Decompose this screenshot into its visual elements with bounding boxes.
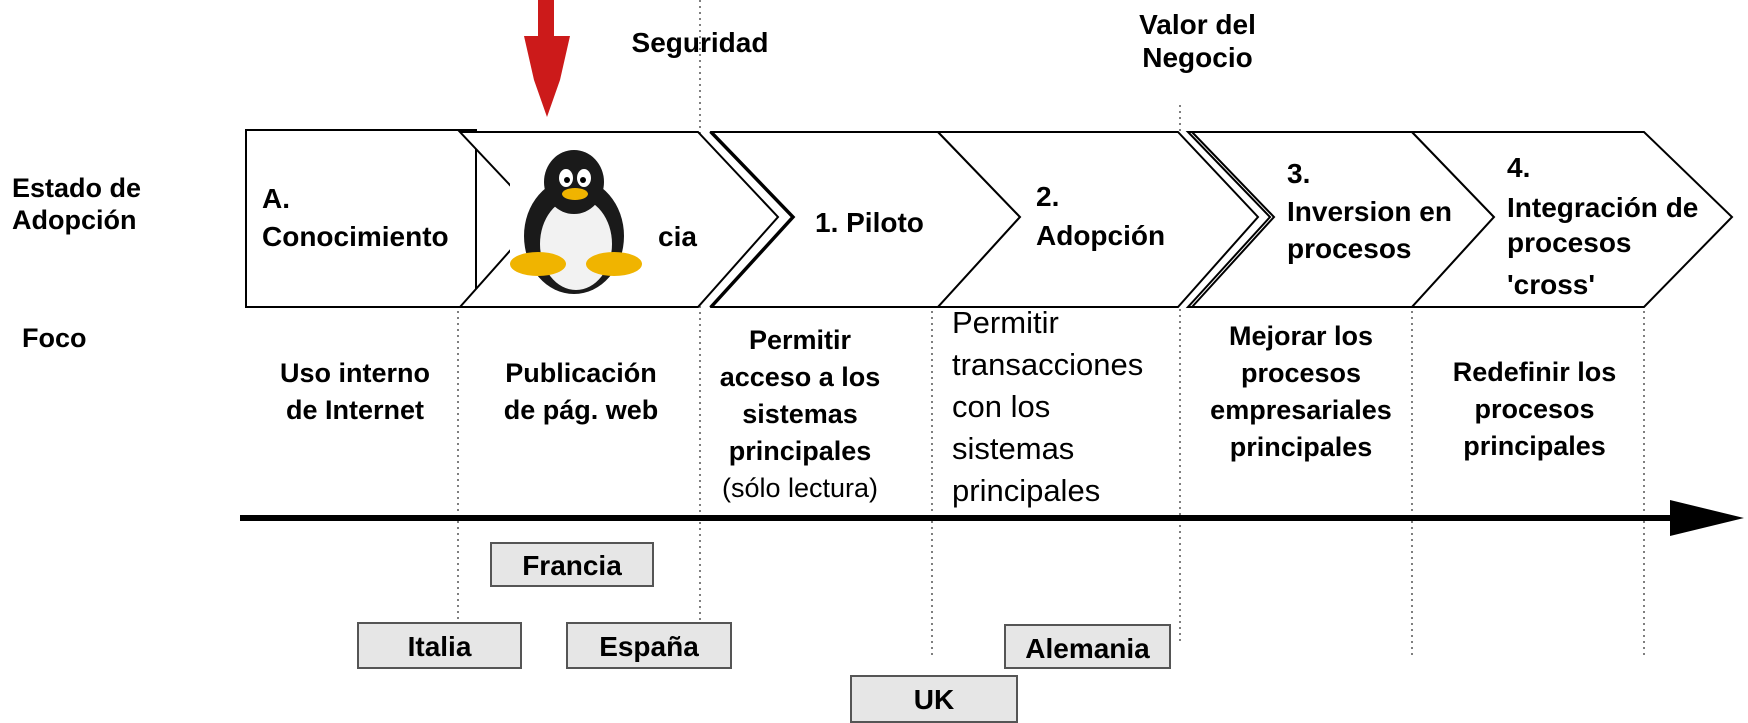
stage-a-number: A. bbox=[262, 183, 290, 214]
focus-line: acceso a los bbox=[719, 362, 881, 392]
stage-4-name-line3: 'cross' bbox=[1507, 269, 1596, 300]
stage-1-label: 1. Piloto bbox=[815, 207, 924, 238]
focus-line: Publicación bbox=[505, 358, 657, 388]
focus-row-label: Foco bbox=[22, 323, 87, 353]
country-box-espana: España bbox=[566, 622, 732, 669]
country-box-alemania: Alemania bbox=[1004, 624, 1171, 669]
stage-4-name-line1: Integración de bbox=[1507, 192, 1699, 223]
adoption-state-row-label: Estado de Adopción bbox=[12, 173, 142, 235]
focus-line: Permitir bbox=[952, 305, 1059, 340]
focus-line: de Internet bbox=[285, 395, 425, 425]
security-milestone-label: Seguridad bbox=[631, 27, 769, 58]
focus-line: principales bbox=[1463, 431, 1606, 461]
focus-description: Mejorar los procesos empresariales princ… bbox=[1196, 318, 1406, 466]
business-value-milestone-label: Valor del Negocio bbox=[1139, 9, 1256, 73]
focus-line: Uso interno bbox=[279, 358, 430, 388]
timeline-arrow-head bbox=[1670, 500, 1744, 536]
penguin-icon bbox=[510, 148, 658, 294]
stage-3-number: 3. bbox=[1287, 158, 1311, 189]
focus-line: sistemas bbox=[952, 431, 1075, 466]
focus-description: Permitir transacciones con los sistemas … bbox=[952, 302, 1182, 512]
stage-4-name-line2: procesos bbox=[1507, 227, 1632, 258]
stage-b-name-fragment: cia bbox=[658, 221, 697, 252]
focus-line: principales bbox=[1229, 432, 1373, 462]
focus-line: Redefinir los bbox=[1452, 357, 1617, 387]
focus-line: Permitir bbox=[748, 325, 852, 355]
focus-description: Redefinir los procesos principales bbox=[1422, 354, 1647, 465]
country-box-italia: Italia bbox=[357, 622, 522, 669]
stage-3-name-line2: procesos bbox=[1287, 233, 1412, 264]
focus-line: Mejorar los bbox=[1228, 321, 1374, 351]
stage-a-box bbox=[245, 129, 477, 308]
stage-2-chevron bbox=[935, 131, 1260, 308]
focus-line: empresariales bbox=[1210, 395, 1392, 425]
focus-line: procesos bbox=[1240, 358, 1362, 388]
stage-4-number: 4. bbox=[1507, 152, 1531, 183]
focus-line: principales bbox=[952, 473, 1101, 508]
down-arrow-icon bbox=[524, 0, 570, 117]
focus-description: Publicación de pág. web bbox=[476, 355, 686, 429]
stage-2-name: Adopción bbox=[1036, 220, 1166, 251]
country-box-uk: UK bbox=[850, 675, 1018, 723]
stage-4-chevron bbox=[1409, 131, 1734, 308]
chevron-accent bbox=[1191, 131, 1276, 308]
chevron-accent bbox=[709, 131, 794, 308]
focus-line: transacciones bbox=[952, 347, 1144, 382]
stage-2-number: 2. bbox=[1036, 181, 1060, 212]
stage-a-name: Conocimiento bbox=[262, 221, 449, 252]
stage-3-name-line1: Inversion en bbox=[1287, 196, 1452, 227]
focus-line: sistemas bbox=[742, 399, 858, 429]
focus-line: de pág. web bbox=[503, 395, 659, 425]
country-box-francia: Francia bbox=[490, 542, 654, 587]
focus-description: Permitir acceso a los sistemas principal… bbox=[690, 322, 910, 507]
focus-line: con los bbox=[952, 389, 1051, 424]
focus-description: Uso interno de Internet bbox=[250, 355, 460, 429]
focus-note: (sólo lectura) bbox=[721, 473, 879, 503]
focus-line: procesos bbox=[1474, 394, 1595, 424]
focus-line: principales bbox=[728, 436, 872, 466]
